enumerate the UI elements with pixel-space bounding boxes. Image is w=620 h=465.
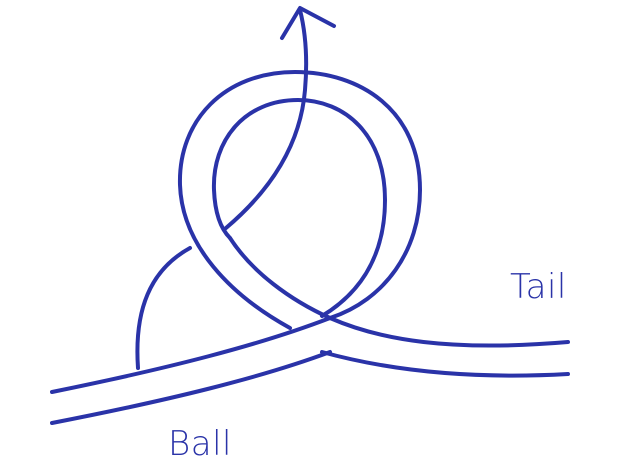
rope-working-end xyxy=(226,10,306,228)
rope-tail-upper xyxy=(330,318,568,346)
arrow-up-icon xyxy=(282,8,334,38)
tail-label: Tail xyxy=(510,270,567,304)
rope-working-arc xyxy=(137,248,190,368)
ball-label: Ball xyxy=(168,427,232,461)
rope-loop-inner xyxy=(214,100,385,316)
rope-tail-lower xyxy=(322,352,568,376)
rope-inner-cross xyxy=(230,238,330,318)
